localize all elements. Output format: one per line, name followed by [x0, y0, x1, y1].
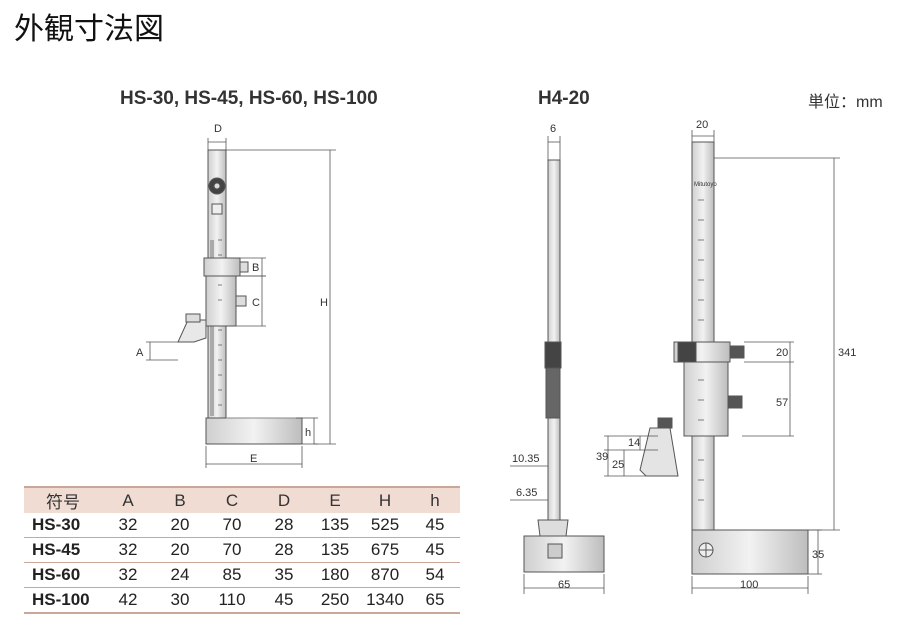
table-cell: 135 [310, 537, 360, 563]
table-cell: 20 [154, 513, 206, 538]
h4-side-view [523, 159, 605, 573]
table-cell: HS-45 [24, 537, 102, 563]
table-header: A [102, 486, 154, 513]
table-cell: 28 [258, 513, 310, 538]
table-header: D [258, 486, 310, 513]
table-header: B [154, 486, 206, 513]
table-cell: HS-100 [24, 587, 102, 614]
dim-341: 341 [838, 347, 856, 359]
table-row: HS-100 42 30 110 45 250 1340 65 [24, 587, 460, 614]
h4-slider-body [683, 361, 729, 437]
table-row: HS-45 32 20 70 28 135 675 45 [24, 537, 460, 563]
table-cell: 675 [360, 537, 410, 563]
h4-slider-knob-icon [677, 341, 697, 363]
table-cell: 28 [258, 537, 310, 563]
brand-logo: Mitutoyo [694, 182, 717, 188]
spec-table: 符号 A B C D E H h HS-30 32 20 70 28 135 5… [24, 486, 460, 614]
dim-20-slider: 20 [776, 347, 788, 359]
table-row: HS-30 32 20 70 28 135 525 45 [24, 513, 460, 538]
drawings: D B C A H h E 6 10.35 6.35 65 [136, 119, 856, 594]
dim-35: 35 [812, 549, 824, 561]
hs-base [205, 417, 303, 445]
table-header: H [360, 486, 410, 513]
table-cell: 24 [154, 562, 206, 588]
h4-front-dimension-lines [604, 130, 840, 594]
dim-39: 39 [596, 451, 608, 463]
h4-side-knob-icon [544, 341, 562, 369]
table-cell: 70 [206, 537, 258, 563]
table-cell: 110 [206, 587, 258, 614]
table-cell: HS-30 [24, 513, 102, 538]
dim-D: D [214, 123, 222, 135]
table-header: C [206, 486, 258, 513]
table-cell: 135 [310, 513, 360, 538]
table-cell: 32 [102, 537, 154, 563]
dim-6-35: 6.35 [516, 487, 537, 499]
table-cell: 42 [102, 587, 154, 614]
table-cell: 45 [258, 587, 310, 614]
table-cell: 45 [410, 537, 460, 563]
dim-100: 100 [740, 579, 758, 591]
dim-65: 65 [558, 579, 570, 591]
table-header-row: 符号 A B C D E H h [24, 486, 460, 513]
dim-10-35: 10.35 [512, 453, 540, 465]
table-cell: 525 [360, 513, 410, 538]
unit-label: 単位：mm [808, 94, 883, 111]
dim-A: A [136, 347, 144, 359]
dim-14: 14 [628, 437, 640, 449]
table-cell: 45 [410, 513, 460, 538]
hs-scriber [177, 319, 207, 343]
dim-H: H [320, 297, 328, 309]
table-header: h [410, 486, 460, 513]
table-cell: 30 [154, 587, 206, 614]
table-cell: 70 [206, 513, 258, 538]
table-cell: 1340 [360, 587, 410, 614]
dim-25: 25 [612, 459, 624, 471]
h4-scriber [639, 427, 679, 477]
table-header: E [310, 486, 360, 513]
table-cell: 20 [154, 537, 206, 563]
table-cell: 85 [206, 562, 258, 588]
h4-side-dimension-lines [510, 136, 605, 594]
table-cell: 54 [410, 562, 460, 588]
h4-side-base [523, 535, 605, 573]
table-cell: 180 [310, 562, 360, 588]
dim-57: 57 [776, 397, 788, 409]
dim-B: B [252, 262, 259, 274]
hs-slider [205, 275, 237, 327]
left-diagram-title: HS-30, HS-45, HS-60, HS-100 [120, 88, 378, 109]
table-cell: 35 [258, 562, 310, 588]
table-cell: 32 [102, 562, 154, 588]
table-cell: 32 [102, 513, 154, 538]
dim-C: C [252, 297, 260, 309]
dim-6: 6 [550, 123, 556, 135]
dim-E: E [250, 453, 257, 465]
h4-front-base [691, 529, 809, 575]
hs-slider-top [203, 257, 241, 277]
h4-front-view [639, 141, 809, 575]
table-row: HS-60 32 24 85 35 180 870 54 [24, 562, 460, 588]
hs-dimension-lines [146, 138, 336, 468]
hs-height-gauge [177, 149, 303, 445]
table-cell: 870 [360, 562, 410, 588]
table-cell: HS-60 [24, 562, 102, 588]
dim-20-top: 20 [696, 119, 708, 131]
table-cell: 65 [410, 587, 460, 614]
page-title: 外観寸法図 [14, 12, 164, 47]
table-cell: 250 [310, 587, 360, 614]
dim-h: h [305, 427, 311, 439]
right-diagram-title: H4-20 [538, 88, 590, 109]
table-header: 符号 [24, 486, 102, 513]
